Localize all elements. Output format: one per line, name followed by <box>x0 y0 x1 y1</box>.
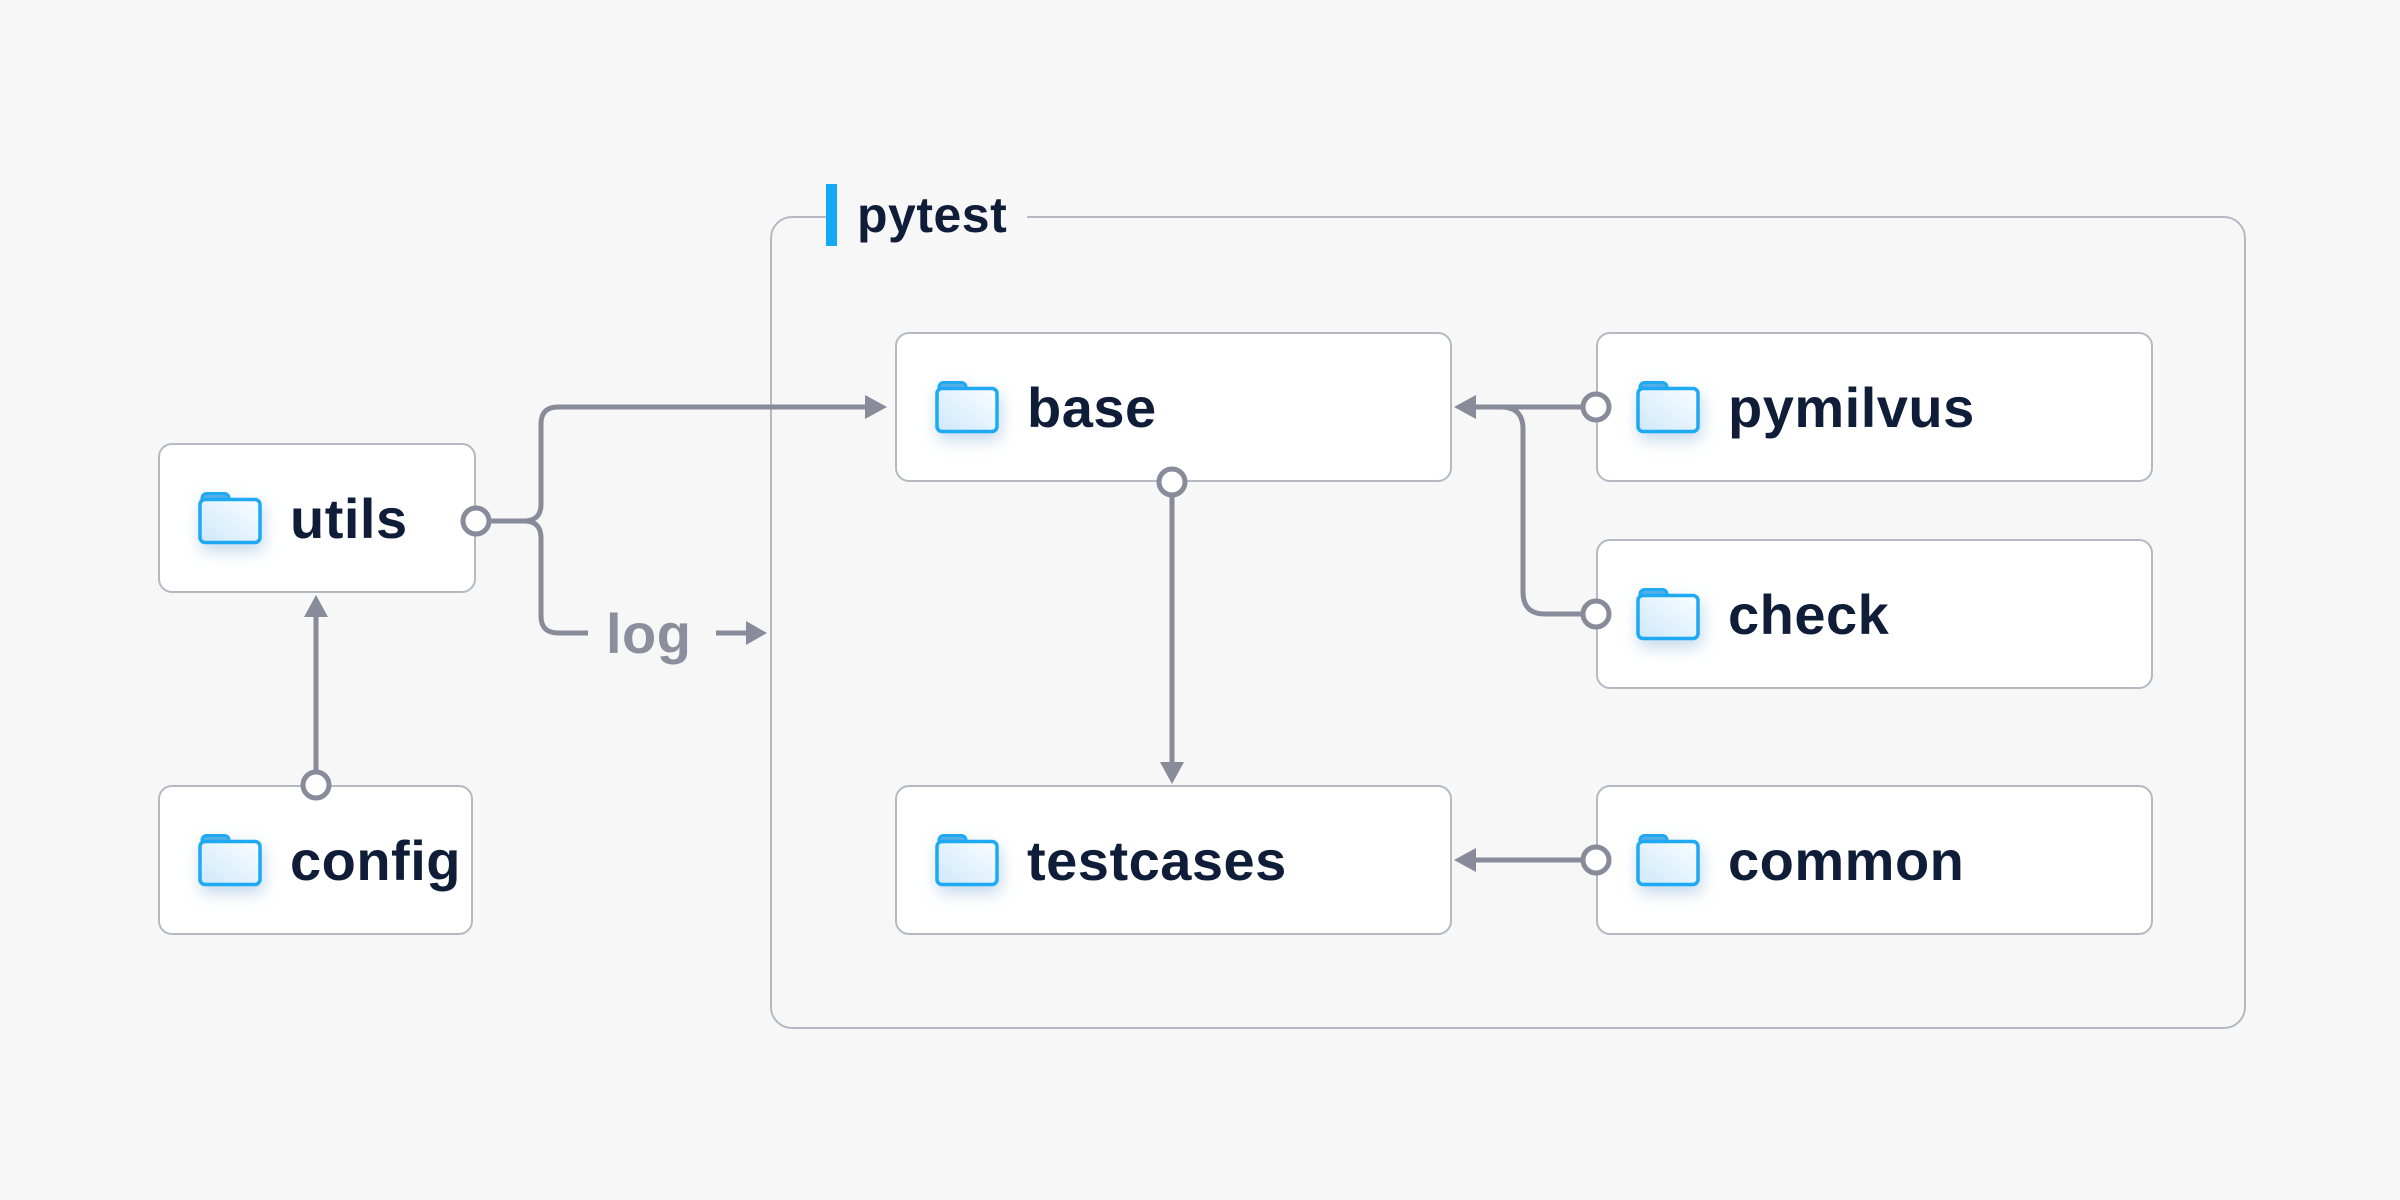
pytest-label-text: pytest <box>857 187 1008 243</box>
node-label: utils <box>290 486 408 550</box>
accent-bar <box>826 184 837 246</box>
folder-icon <box>198 492 262 545</box>
node-check: check <box>1596 539 2153 689</box>
node-label: testcases <box>1027 828 1287 892</box>
folder-icon <box>1636 588 1700 641</box>
folder-icon <box>935 834 999 887</box>
node-label: pymilvus <box>1728 375 1975 439</box>
node-label: common <box>1728 828 1965 892</box>
folder-icon <box>1636 381 1700 434</box>
node-utils: utils <box>158 443 476 593</box>
pytest-container-label: pytest <box>826 183 1028 247</box>
folder-icon <box>935 381 999 434</box>
node-config: config <box>158 785 473 935</box>
node-label: check <box>1728 582 1890 646</box>
node-label: base <box>1027 375 1157 439</box>
node-label: config <box>290 828 461 892</box>
edge-config-utils <box>304 595 328 770</box>
node-base: base <box>895 332 1452 482</box>
folder-icon <box>1636 834 1700 887</box>
pytest-container <box>770 216 2246 1029</box>
node-pymilvus: pymilvus <box>1596 332 2153 482</box>
node-testcases: testcases <box>895 785 1452 935</box>
node-common: common <box>1596 785 2153 935</box>
edge-label-log: log <box>606 602 692 665</box>
folder-icon <box>198 834 262 887</box>
